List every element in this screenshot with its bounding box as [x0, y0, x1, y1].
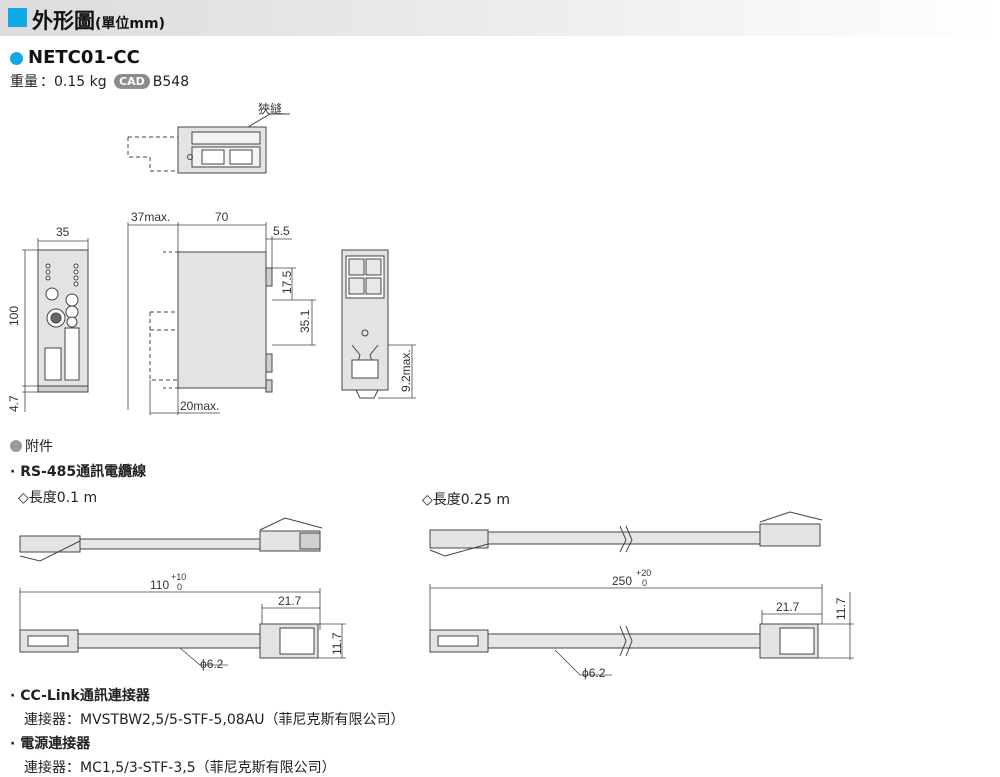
power-title: · 電源連接器 [10, 736, 91, 752]
title-square-icon [8, 8, 27, 27]
dim-35-1: 35.1 [298, 309, 312, 333]
short-length: 110 [150, 578, 169, 592]
cable-short-bottom [19, 588, 346, 666]
rear-view [341, 249, 389, 399]
rs485-title: · RS-485通訊電纜線 [10, 464, 147, 480]
weight-value: 0.15 kg [54, 74, 107, 90]
model-name: NETC01-CC [28, 47, 140, 68]
title-bar [0, 0, 1000, 36]
dim-height-100: 100 [7, 306, 21, 326]
unit-label: (單位mm) [95, 16, 165, 32]
long-tol-minus: 0 [642, 578, 647, 588]
front-view [37, 249, 89, 393]
cad-code[interactable]: B548 [152, 74, 190, 90]
cable-short-top [19, 517, 323, 562]
page-title: 外形圖(單位mm) [32, 9, 165, 33]
short-dia: ϕ6.2 [200, 657, 224, 671]
long-plug-21-7: 21.7 [776, 600, 800, 614]
short-plug-21-7: 21.7 [278, 594, 302, 608]
short-length-label: ◇長度0.1 m [18, 490, 98, 506]
dim-9-2max: 9.2max. [399, 349, 413, 392]
top-view [127, 113, 290, 174]
slit-label: 狹縫 [258, 101, 282, 116]
dim-70: 70 [215, 210, 229, 224]
short-height-11-7: 11.7 [330, 632, 344, 655]
side-view [149, 251, 273, 393]
power-detail: 連接器：MC1,5/3-STF-3,5（菲尼克斯有限公司） [24, 760, 336, 776]
cable-long-bottom [429, 584, 854, 676]
long-dia: ϕ6.2 [582, 666, 606, 680]
weight-label: 重量 [10, 74, 38, 90]
accessories-title: 附件 [25, 439, 53, 455]
dim-5-5: 5.5 [273, 224, 290, 238]
cclink-detail: 連接器：MVSTBW2,5/5-STF-5,08AU（菲尼克斯有限公司） [24, 712, 405, 728]
dim-17-5: 17.5 [280, 270, 294, 294]
long-height-11-7: 11.7 [834, 597, 848, 620]
long-length-label: ◇長度0.25 m [422, 492, 511, 508]
accessory-bullet-icon [10, 440, 22, 452]
dim-20max: 20max. [180, 399, 219, 413]
dim-4-7: 4.7 [7, 395, 21, 412]
cclink-title: · CC-Link通訊連接器 [10, 688, 150, 704]
long-tol-plus: +20 [636, 568, 651, 578]
long-length: 250 [612, 574, 632, 588]
short-tol-minus: 0 [177, 582, 182, 592]
cable-long-top [429, 511, 823, 557]
weight-sep: ： [40, 74, 54, 90]
cad-badge[interactable]: CAD [114, 74, 150, 89]
bullet-dot-icon [10, 52, 23, 65]
dim-width-35: 35 [56, 225, 70, 239]
short-tol-plus: +10 [171, 572, 186, 582]
dim-37max: 37max. [131, 210, 170, 224]
